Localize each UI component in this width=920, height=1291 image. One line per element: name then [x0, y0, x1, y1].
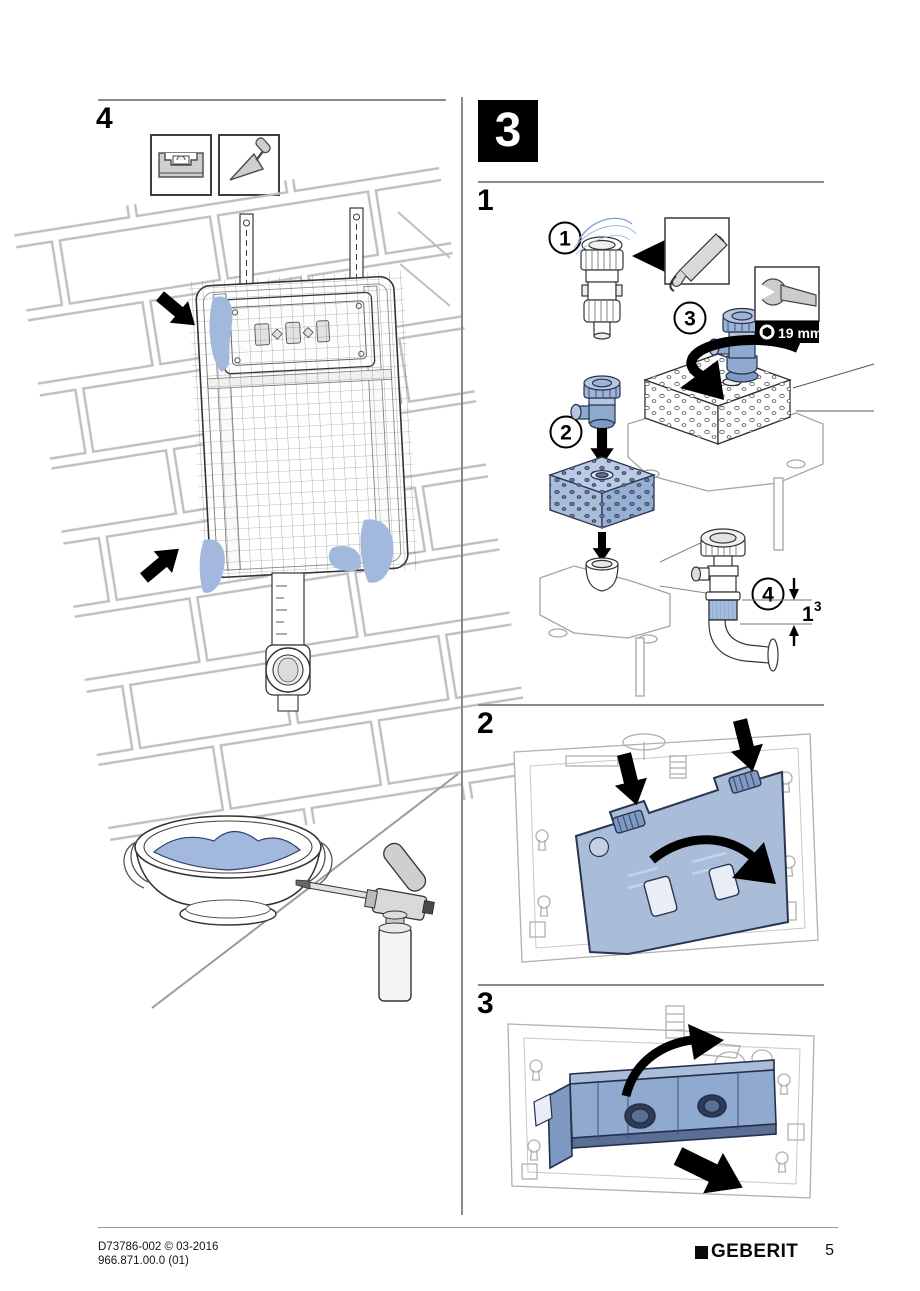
- step1-number: 1: [477, 184, 494, 217]
- footer-doc-info: D73786-002 © 03-2016 966.871.00.0 (01): [98, 1240, 218, 1268]
- latch-tab: [643, 875, 678, 917]
- dimension-annotation: 1 3: [740, 578, 822, 646]
- column-divider: [461, 97, 463, 1215]
- callout-1: 1: [548, 221, 582, 255]
- lift-arrow: [621, 1035, 693, 1098]
- step2-illustration: [513, 716, 819, 963]
- swing-arrow: [649, 835, 760, 864]
- section-number-box: 3: [478, 100, 538, 162]
- leader-line: [659, 585, 707, 594]
- callout-pointer: [632, 240, 665, 272]
- latch-tab: [708, 863, 740, 901]
- grease-tube-box: [664, 217, 730, 292]
- spirit-level-icon: [158, 152, 204, 178]
- leader-line: [792, 363, 875, 389]
- clip-right: [728, 769, 762, 794]
- step2-number: 2: [477, 707, 494, 740]
- footer-rule: [98, 1227, 838, 1228]
- mortar-bowl: [123, 815, 333, 926]
- svg-text:1: 1: [559, 228, 571, 251]
- doc-code: D73786-002 © 03-2016: [98, 1241, 219, 1253]
- grease-tube-icon: [669, 233, 728, 292]
- article-code: 966.871.00.0 (01): [98, 1255, 189, 1267]
- foam-gun: [295, 842, 435, 1002]
- protection-block-blue: [548, 456, 656, 529]
- step1-rule: [478, 181, 824, 183]
- step2-rule: [478, 704, 824, 706]
- spirit-level-toolbox: [150, 134, 212, 196]
- cistern-frame: [187, 270, 419, 582]
- mortar-tools-illustration: [123, 773, 459, 1009]
- mortar-in-bowl: [152, 830, 302, 871]
- dimension-exponent: 3: [814, 599, 822, 614]
- geberit-logo-square: [695, 1245, 708, 1259]
- mortar-patches: [199, 296, 394, 593]
- geberit-logo: GEBERIT: [695, 1241, 798, 1263]
- geberit-logo-text: GEBERIT: [711, 1241, 799, 1262]
- cistern-wall-illustration: [12, 156, 538, 856]
- flush-pipe: [265, 572, 311, 712]
- step1-illustration: 3 1: [539, 217, 875, 697]
- angle-valve-threaded: [690, 528, 779, 672]
- wrench-size-label: 19 mm: [778, 325, 822, 341]
- callout-4: 4: [751, 577, 785, 611]
- left-step-rule: [98, 99, 446, 101]
- inlet-elbow: [585, 557, 619, 592]
- swing-arrowhead: [732, 842, 776, 884]
- open-end-wrench-icon: [757, 278, 817, 307]
- grease-strokes: [573, 217, 637, 255]
- step3-rule: [478, 984, 824, 986]
- dimension-value: 1: [802, 603, 814, 626]
- callout-2: 2: [549, 415, 583, 449]
- insert-arrow-2: [592, 532, 612, 562]
- reinforcement-mesh: [187, 270, 419, 582]
- fill-valve-white: [580, 236, 624, 340]
- step3-illustration: [507, 1005, 815, 1208]
- wrench-box: 19 mm: [754, 266, 822, 343]
- alternative-divider-line: [151, 773, 459, 1009]
- page-number: 5: [825, 1242, 834, 1259]
- wall-edge-lines: [397, 211, 451, 307]
- rotate-arrowhead: [680, 360, 724, 400]
- trowel-icon: [229, 137, 271, 181]
- clip-left: [612, 809, 646, 834]
- left-step-number: 4: [96, 102, 113, 135]
- svg-text:4: 4: [762, 584, 774, 607]
- step3-number: 3: [477, 987, 494, 1020]
- callout-3: 3: [673, 301, 707, 335]
- protection-plate: [574, 764, 790, 956]
- angle-valve-blue: [570, 375, 621, 430]
- flush-mechanism: [533, 1059, 777, 1170]
- svg-text:2: 2: [560, 422, 572, 445]
- svg-text:3: 3: [684, 308, 696, 331]
- lift-arrowhead: [688, 1024, 724, 1060]
